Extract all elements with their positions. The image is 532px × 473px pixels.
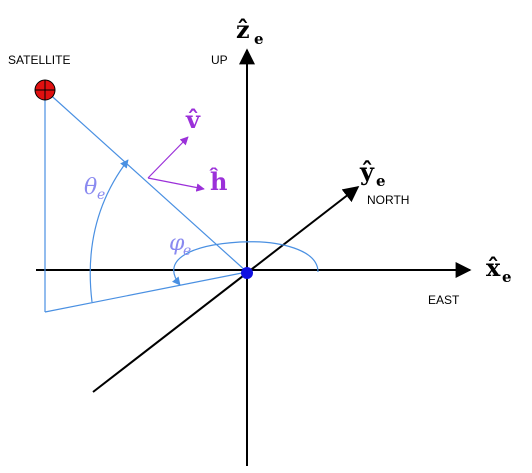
- y-axis-label: ŷ e: [359, 157, 386, 190]
- svg-text:e: e: [254, 30, 264, 48]
- y-axis-line: [92, 186, 360, 393]
- up-label: UP: [211, 53, 228, 67]
- svg-text:ŷ: ŷ: [359, 157, 375, 186]
- theta-arc: [89, 159, 129, 303]
- phi-label: φ e: [169, 231, 191, 259]
- z-axis-label: ẑ e: [236, 15, 264, 48]
- svg-text:ẑ: ẑ: [236, 15, 250, 44]
- satellite-to-origin-line: [44, 89, 248, 273]
- h-hat-label: ĥ: [209, 167, 227, 196]
- satellite-label: SATELLITE: [8, 53, 70, 67]
- phi-arc: [172, 241, 319, 286]
- theta-label: θ e: [84, 175, 105, 203]
- v-hat-label: v̂: [185, 105, 201, 134]
- north-label: NORTH: [367, 193, 409, 207]
- svg-text:e: e: [183, 243, 191, 259]
- h-hat-vector: [147, 177, 205, 192]
- origin-point: [241, 267, 253, 279]
- ground-projection-line: [44, 271, 248, 313]
- svg-text:e: e: [97, 187, 105, 203]
- satellite-icon: [34, 79, 56, 101]
- svg-text:e: e: [502, 268, 512, 286]
- v-hat-vector: [147, 136, 189, 179]
- x-axis-label: x̂ e: [486, 253, 512, 286]
- svg-text:x̂: x̂: [486, 253, 501, 282]
- svg-text:θ: θ: [84, 175, 97, 200]
- east-label: EAST: [428, 293, 460, 307]
- svg-text:e: e: [376, 172, 386, 190]
- svg-text:φ: φ: [169, 231, 185, 256]
